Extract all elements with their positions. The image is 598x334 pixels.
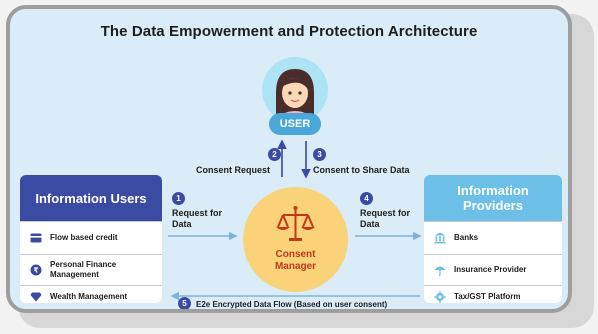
- consent-label-line1: Consent: [275, 249, 316, 260]
- consent-manager-label: Consent Manager: [243, 249, 348, 273]
- information-providers-panel: Information Providers Banks Insurance Pr…: [424, 175, 562, 303]
- diamond-icon: [30, 291, 42, 303]
- bank-icon: [434, 232, 446, 244]
- step-1-badge: 1: [172, 192, 185, 205]
- user-badge: USER: [269, 113, 321, 135]
- list-item: Insurance Provider: [424, 254, 562, 285]
- scales-icon: [276, 206, 315, 241]
- consent-manager-circle: [243, 187, 348, 292]
- providers-title-line2: Providers: [463, 198, 523, 213]
- list-item-label: Banks: [454, 233, 479, 242]
- step-2-badge: 2: [268, 148, 281, 161]
- step-2-label: Consent Request: [196, 165, 271, 175]
- list-item-label: Wealth Management: [50, 292, 128, 301]
- list-item: Flow based credit: [20, 221, 162, 254]
- gear-icon: [434, 291, 446, 303]
- step-3-label: Consent to Share Data: [313, 165, 410, 175]
- list-item: Tax/GST Platform: [424, 285, 562, 303]
- information-users-panel: Information Users Flow based credit ₹ Pe…: [20, 175, 162, 303]
- list-item-label: Insurance Provider: [454, 265, 527, 274]
- flow-arrows: [168, 139, 422, 301]
- providers-title-line1: Information: [457, 183, 529, 198]
- list-item: Wealth Management: [20, 285, 162, 303]
- rupee-coin-icon: ₹: [30, 264, 42, 276]
- card-icon: [30, 232, 42, 244]
- step-5-badge: 5: [178, 297, 191, 309]
- list-item-label: Tax/GST Platform: [454, 292, 521, 301]
- diagram-title: The Data Empowerment and Protection Arch…: [100, 23, 478, 40]
- list-item-label: Flow based credit: [50, 233, 118, 242]
- step-4-label: Request for Data: [360, 208, 411, 229]
- svg-text:₹: ₹: [34, 267, 39, 275]
- umbrella-icon: [434, 264, 446, 276]
- consent-label-line2: Manager: [274, 261, 317, 272]
- step-5-label: E2e Encrypted Data Flow (Based on user c…: [196, 300, 388, 309]
- information-users-header: Information Users: [20, 175, 162, 221]
- information-providers-header: Information Providers: [424, 175, 562, 221]
- diagram-card: The Data Empowerment and Protection Arch…: [6, 5, 572, 313]
- step-1-label: Request for Data: [172, 208, 223, 229]
- step-3-badge: 3: [313, 148, 326, 161]
- list-item: Banks: [424, 221, 562, 254]
- step-4-badge: 4: [360, 192, 373, 205]
- list-item-label: Personal Finance Management: [50, 260, 117, 279]
- list-item: ₹ Personal Finance Management: [20, 254, 162, 285]
